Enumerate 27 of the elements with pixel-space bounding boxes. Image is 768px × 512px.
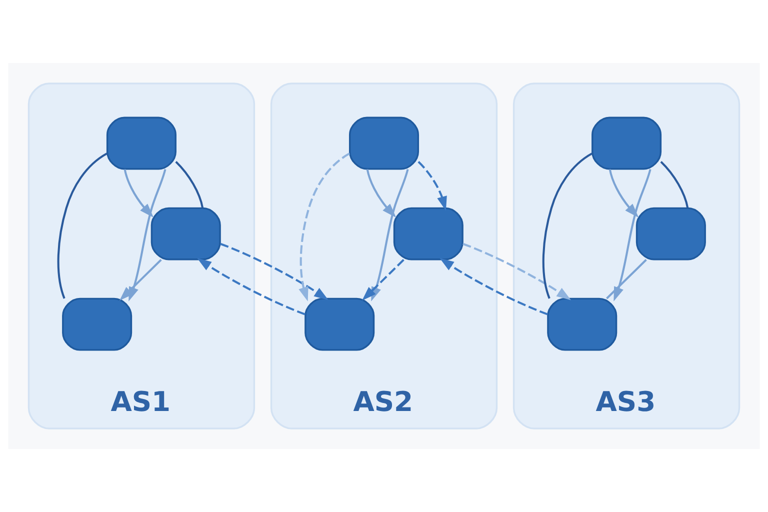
arrow [418, 161, 447, 211]
node-box [150, 207, 221, 260]
connector [57, 152, 108, 299]
node-box [106, 116, 176, 170]
arrow [197, 258, 306, 316]
connector [606, 259, 647, 300]
node-box [393, 207, 464, 260]
connector [175, 161, 204, 208]
arrow [298, 152, 350, 302]
node-box [636, 207, 706, 260]
node-box [304, 298, 375, 351]
arrow [220, 242, 328, 300]
arrow [462, 242, 571, 300]
arrow [608, 169, 639, 218]
arrow [440, 258, 548, 316]
cluster: AS1 [28, 82, 256, 430]
arrow [614, 169, 652, 302]
connector [542, 152, 593, 299]
cluster: AS3 [512, 82, 740, 430]
connector [660, 161, 689, 208]
node-box [547, 298, 618, 351]
node-box [348, 116, 420, 170]
arrow [124, 169, 154, 218]
node-box [62, 298, 132, 351]
arrow [366, 169, 396, 218]
node-box [592, 116, 662, 170]
cluster: AS2 [270, 82, 498, 430]
